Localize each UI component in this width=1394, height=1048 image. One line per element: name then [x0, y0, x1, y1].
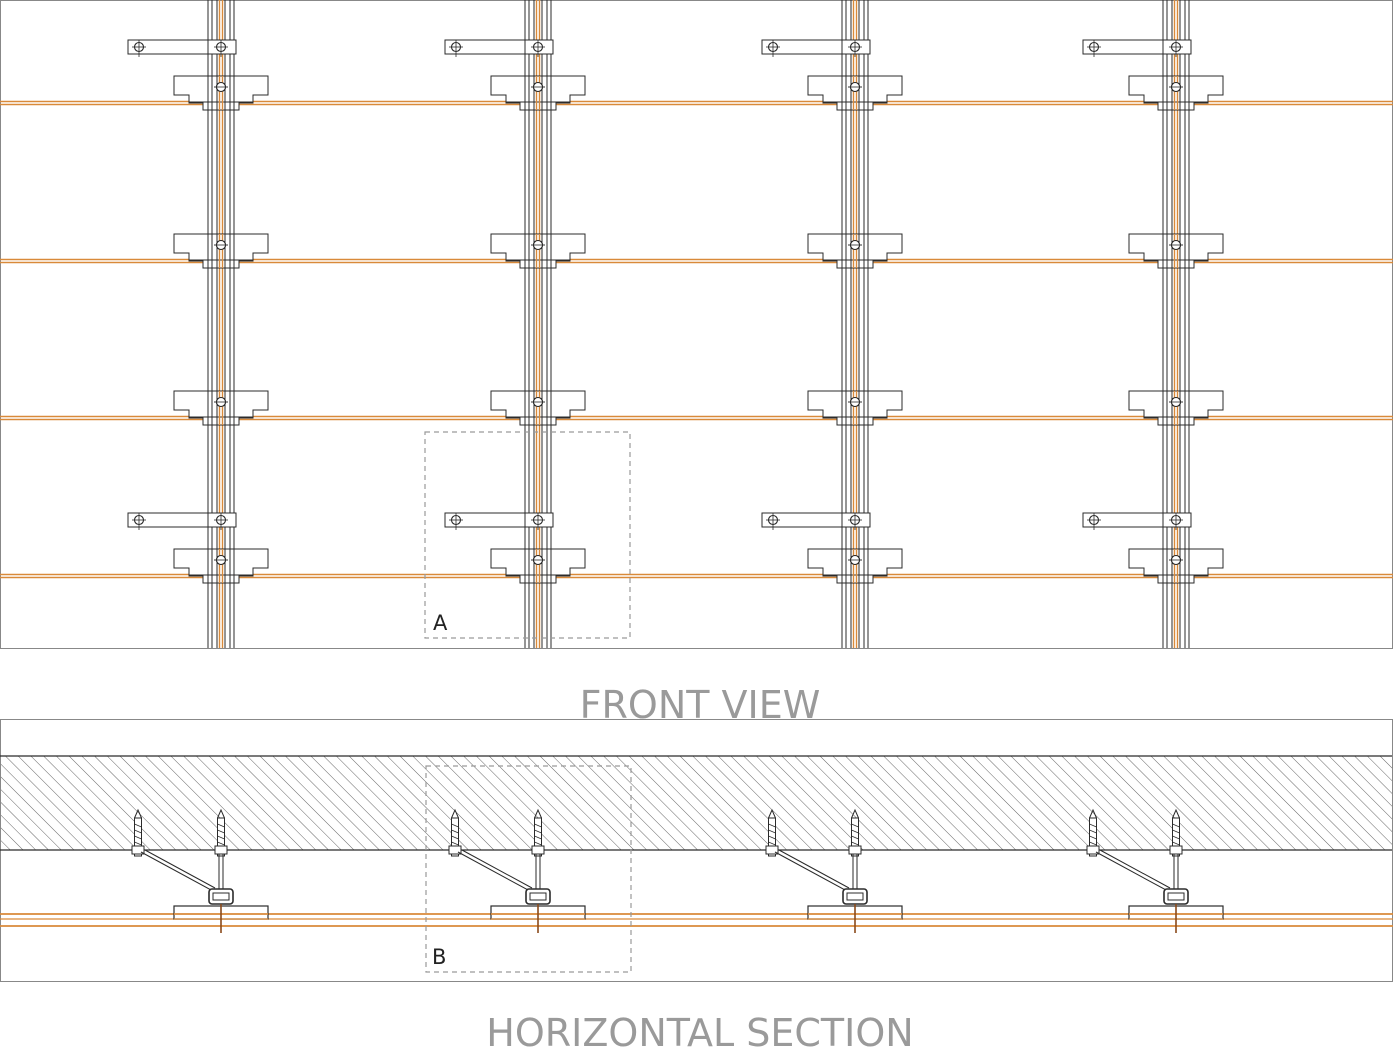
horizontal-section: B	[0, 719, 1393, 982]
anchor-thread	[217, 829, 225, 834]
anchor-nut	[1086, 845, 1100, 855]
detail-a-label: A	[433, 611, 448, 635]
anchor-thread	[217, 835, 225, 840]
section-title: HORIZONTAL SECTION	[486, 1011, 913, 1048]
clamp-inner	[529, 892, 547, 901]
diagonal-arm	[457, 851, 529, 891]
anchor-thread	[451, 829, 459, 834]
anchor-thread	[851, 829, 859, 834]
anchor-thread	[1089, 823, 1097, 828]
anchor-thread	[1089, 841, 1097, 846]
detail-a-callout	[424, 431, 631, 639]
anchor-thread	[1172, 829, 1180, 834]
anchor-tip	[451, 808, 459, 819]
bracket-arm	[1082, 512, 1192, 528]
front-view-title: FRONT VIEW	[580, 683, 821, 727]
bracket-arm	[1082, 39, 1192, 55]
anchor-thread	[1089, 835, 1097, 840]
anchor-nut	[131, 845, 145, 855]
anchor-thread	[134, 823, 142, 828]
clamp-inner	[846, 892, 864, 901]
anchor-nut	[1169, 845, 1183, 855]
anchor-thread	[1172, 835, 1180, 840]
detail-b-label: B	[432, 945, 446, 969]
wall-brackets	[127, 39, 1192, 530]
anchor-nut	[214, 845, 228, 855]
anchor-tip	[768, 808, 776, 819]
rail-clips	[173, 75, 1224, 584]
anchor-thread	[768, 841, 776, 846]
anchor-rod	[1089, 817, 1097, 857]
anchor-rod	[534, 817, 542, 857]
anchor-thread	[534, 823, 542, 828]
anchor-rod	[451, 817, 459, 857]
anchor-rod	[1172, 817, 1180, 857]
vertical-mullions	[207, 0, 1190, 648]
bracket-arm	[761, 512, 871, 528]
anchor-rod	[217, 817, 225, 857]
anchor-thread	[768, 823, 776, 828]
anchor-tip	[1172, 808, 1180, 819]
anchor-tip	[217, 808, 225, 819]
anchor-thread	[217, 823, 225, 828]
anchor-thread	[1172, 841, 1180, 846]
anchor-thread	[534, 829, 542, 834]
diagonal-arm	[1099, 849, 1171, 889]
diagonal-arm	[461, 849, 533, 889]
anchor-thread	[217, 841, 225, 846]
horizontal-rails	[0, 100, 1393, 579]
diagonal-arm	[778, 849, 850, 889]
bracket-arm	[444, 39, 554, 55]
anchor-tip	[534, 808, 542, 819]
anchor-tip	[1089, 808, 1097, 819]
anchor-thread	[1089, 829, 1097, 834]
bracket-arm	[444, 512, 554, 528]
diagonal-arm	[1095, 851, 1167, 891]
anchor-thread	[851, 823, 859, 828]
anchor-nut	[531, 845, 545, 855]
anchor-thread	[1172, 823, 1180, 828]
anchor-thread	[451, 823, 459, 828]
anchor-thread	[768, 835, 776, 840]
anchor-thread	[134, 829, 142, 834]
anchor-thread	[451, 841, 459, 846]
anchor-thread	[534, 841, 542, 846]
clamp-inner	[1167, 892, 1185, 901]
anchor-rod	[134, 817, 142, 857]
diagonal-arm	[144, 849, 216, 889]
anchor-thread	[134, 835, 142, 840]
anchor-nut	[448, 845, 462, 855]
anchor-thread	[851, 841, 859, 846]
section-anchors	[131, 808, 1224, 933]
anchor-rod	[768, 817, 776, 857]
anchor-nut	[765, 845, 779, 855]
bracket-arm	[127, 39, 237, 55]
anchor-thread	[134, 841, 142, 846]
anchor-thread	[851, 835, 859, 840]
anchor-nut	[848, 845, 862, 855]
anchor-tip	[851, 808, 859, 819]
anchor-rod	[851, 817, 859, 857]
anchor-thread	[768, 829, 776, 834]
diagonal-arm	[140, 851, 212, 891]
diagonal-arm	[774, 851, 846, 891]
anchor-thread	[451, 835, 459, 840]
bracket-arm	[761, 39, 871, 55]
detail-b-callout	[425, 765, 632, 973]
wall-hatch	[1, 756, 1392, 850]
bracket-arm	[127, 512, 237, 528]
clamp-inner	[212, 892, 230, 901]
anchor-thread	[534, 835, 542, 840]
front-view-frame	[0, 0, 1393, 649]
front-view: A	[0, 0, 1393, 649]
anchor-tip	[134, 808, 142, 819]
